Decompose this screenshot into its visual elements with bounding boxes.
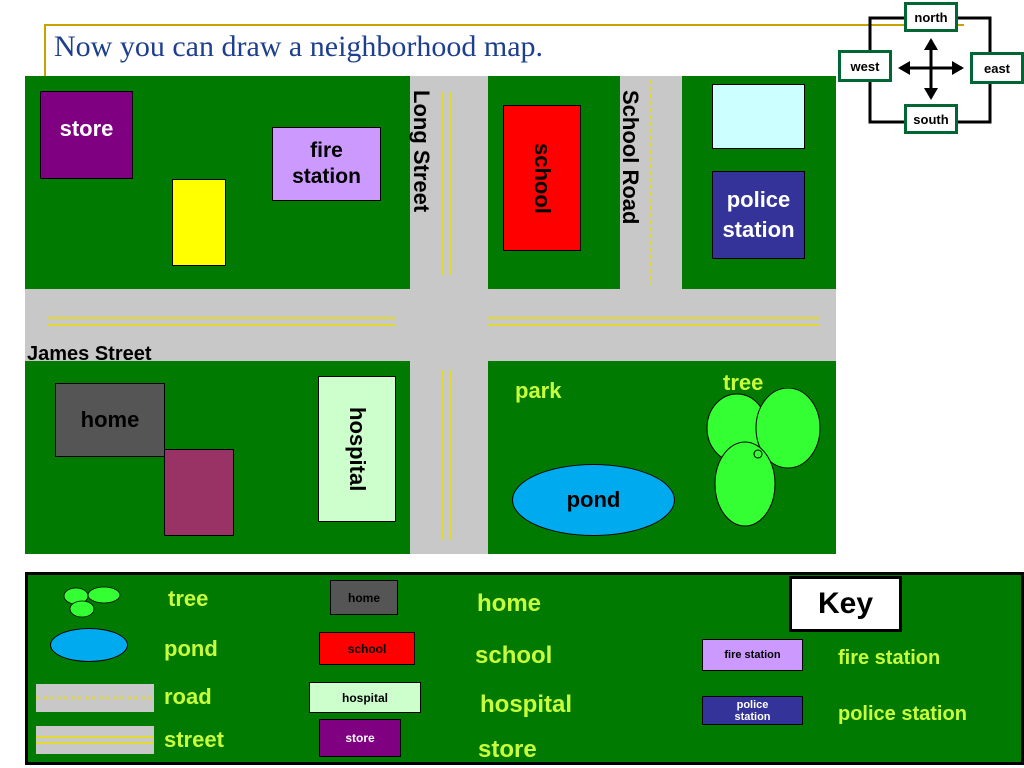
pond-label: pond [566, 487, 621, 512]
key-road-label: road [164, 684, 212, 709]
store-building: store [40, 91, 133, 179]
home-label: home [80, 407, 140, 432]
key-store-button[interactable]: store [319, 719, 401, 757]
school-label: school [530, 142, 555, 214]
pond: pond [512, 464, 675, 536]
key-hospital-label: hospital [480, 691, 573, 718]
yellow-building [172, 179, 226, 266]
key-home-button[interactable]: home [330, 580, 398, 615]
key-pond-icon [50, 628, 128, 662]
hospital-building: hospital [318, 376, 396, 522]
title-rule-vertical [44, 24, 46, 76]
key-school-label: school [475, 642, 553, 669]
key-title-label: Key [817, 587, 874, 620]
key-fire-station-button[interactable]: fire station [702, 639, 803, 671]
key-street-icon [36, 726, 154, 754]
store-label: store [59, 116, 114, 141]
page-title: Now you can draw a neighborhood map. [54, 30, 544, 63]
compass: north west east south [836, 0, 1024, 142]
key-home-button-label: home [347, 590, 380, 605]
fire-station-label: fire station [292, 139, 361, 188]
key-street-label: street [164, 727, 224, 752]
key-tree-icon [63, 586, 121, 618]
long-street-label: Long Street [409, 90, 434, 213]
compass-west: west [838, 50, 892, 82]
james-street-label: James Street [27, 343, 152, 365]
maroon-building [164, 449, 234, 536]
key-title: Key [789, 576, 902, 632]
road-lines [48, 80, 820, 540]
key-store-label: store [478, 736, 537, 763]
long-street-road [410, 76, 488, 554]
key-police-station-button-label: police station [734, 698, 771, 723]
key-tree-label: tree [168, 586, 209, 611]
light-blue-building [712, 84, 805, 149]
fire-station-building: fire station [272, 127, 381, 201]
key-fire-station-label: fire station [838, 647, 941, 669]
key-store-button-label: store [345, 731, 375, 745]
hospital-label: hospital [345, 406, 370, 492]
key-police-station-label: police station [838, 703, 967, 725]
map-key [25, 572, 1024, 765]
school-building: school [503, 105, 581, 251]
key-home-label: home [477, 590, 542, 617]
key-road-icon [36, 684, 154, 712]
compass-south: south [904, 104, 958, 134]
key-hospital-button-label: hospital [341, 690, 388, 705]
trees-cluster [706, 388, 821, 527]
title-rule [44, 24, 964, 26]
key-school-button[interactable]: school [319, 632, 415, 665]
police-station-building: police station [712, 171, 805, 259]
home-building: home [55, 383, 165, 457]
key-fire-station-button-label: fire station [724, 649, 781, 661]
key-police-station-button[interactable]: police station [702, 696, 803, 725]
school-road-label: School Road [618, 90, 643, 225]
key-school-button-label: school [347, 641, 387, 656]
police-station-label: police station [722, 187, 795, 242]
compass-east: east [970, 52, 1024, 84]
key-hospital-button[interactable]: hospital [309, 682, 421, 713]
compass-north: north [904, 2, 958, 32]
tree-label: tree [723, 370, 764, 395]
park-label: park [515, 378, 562, 403]
key-pond-label: pond [164, 636, 218, 661]
